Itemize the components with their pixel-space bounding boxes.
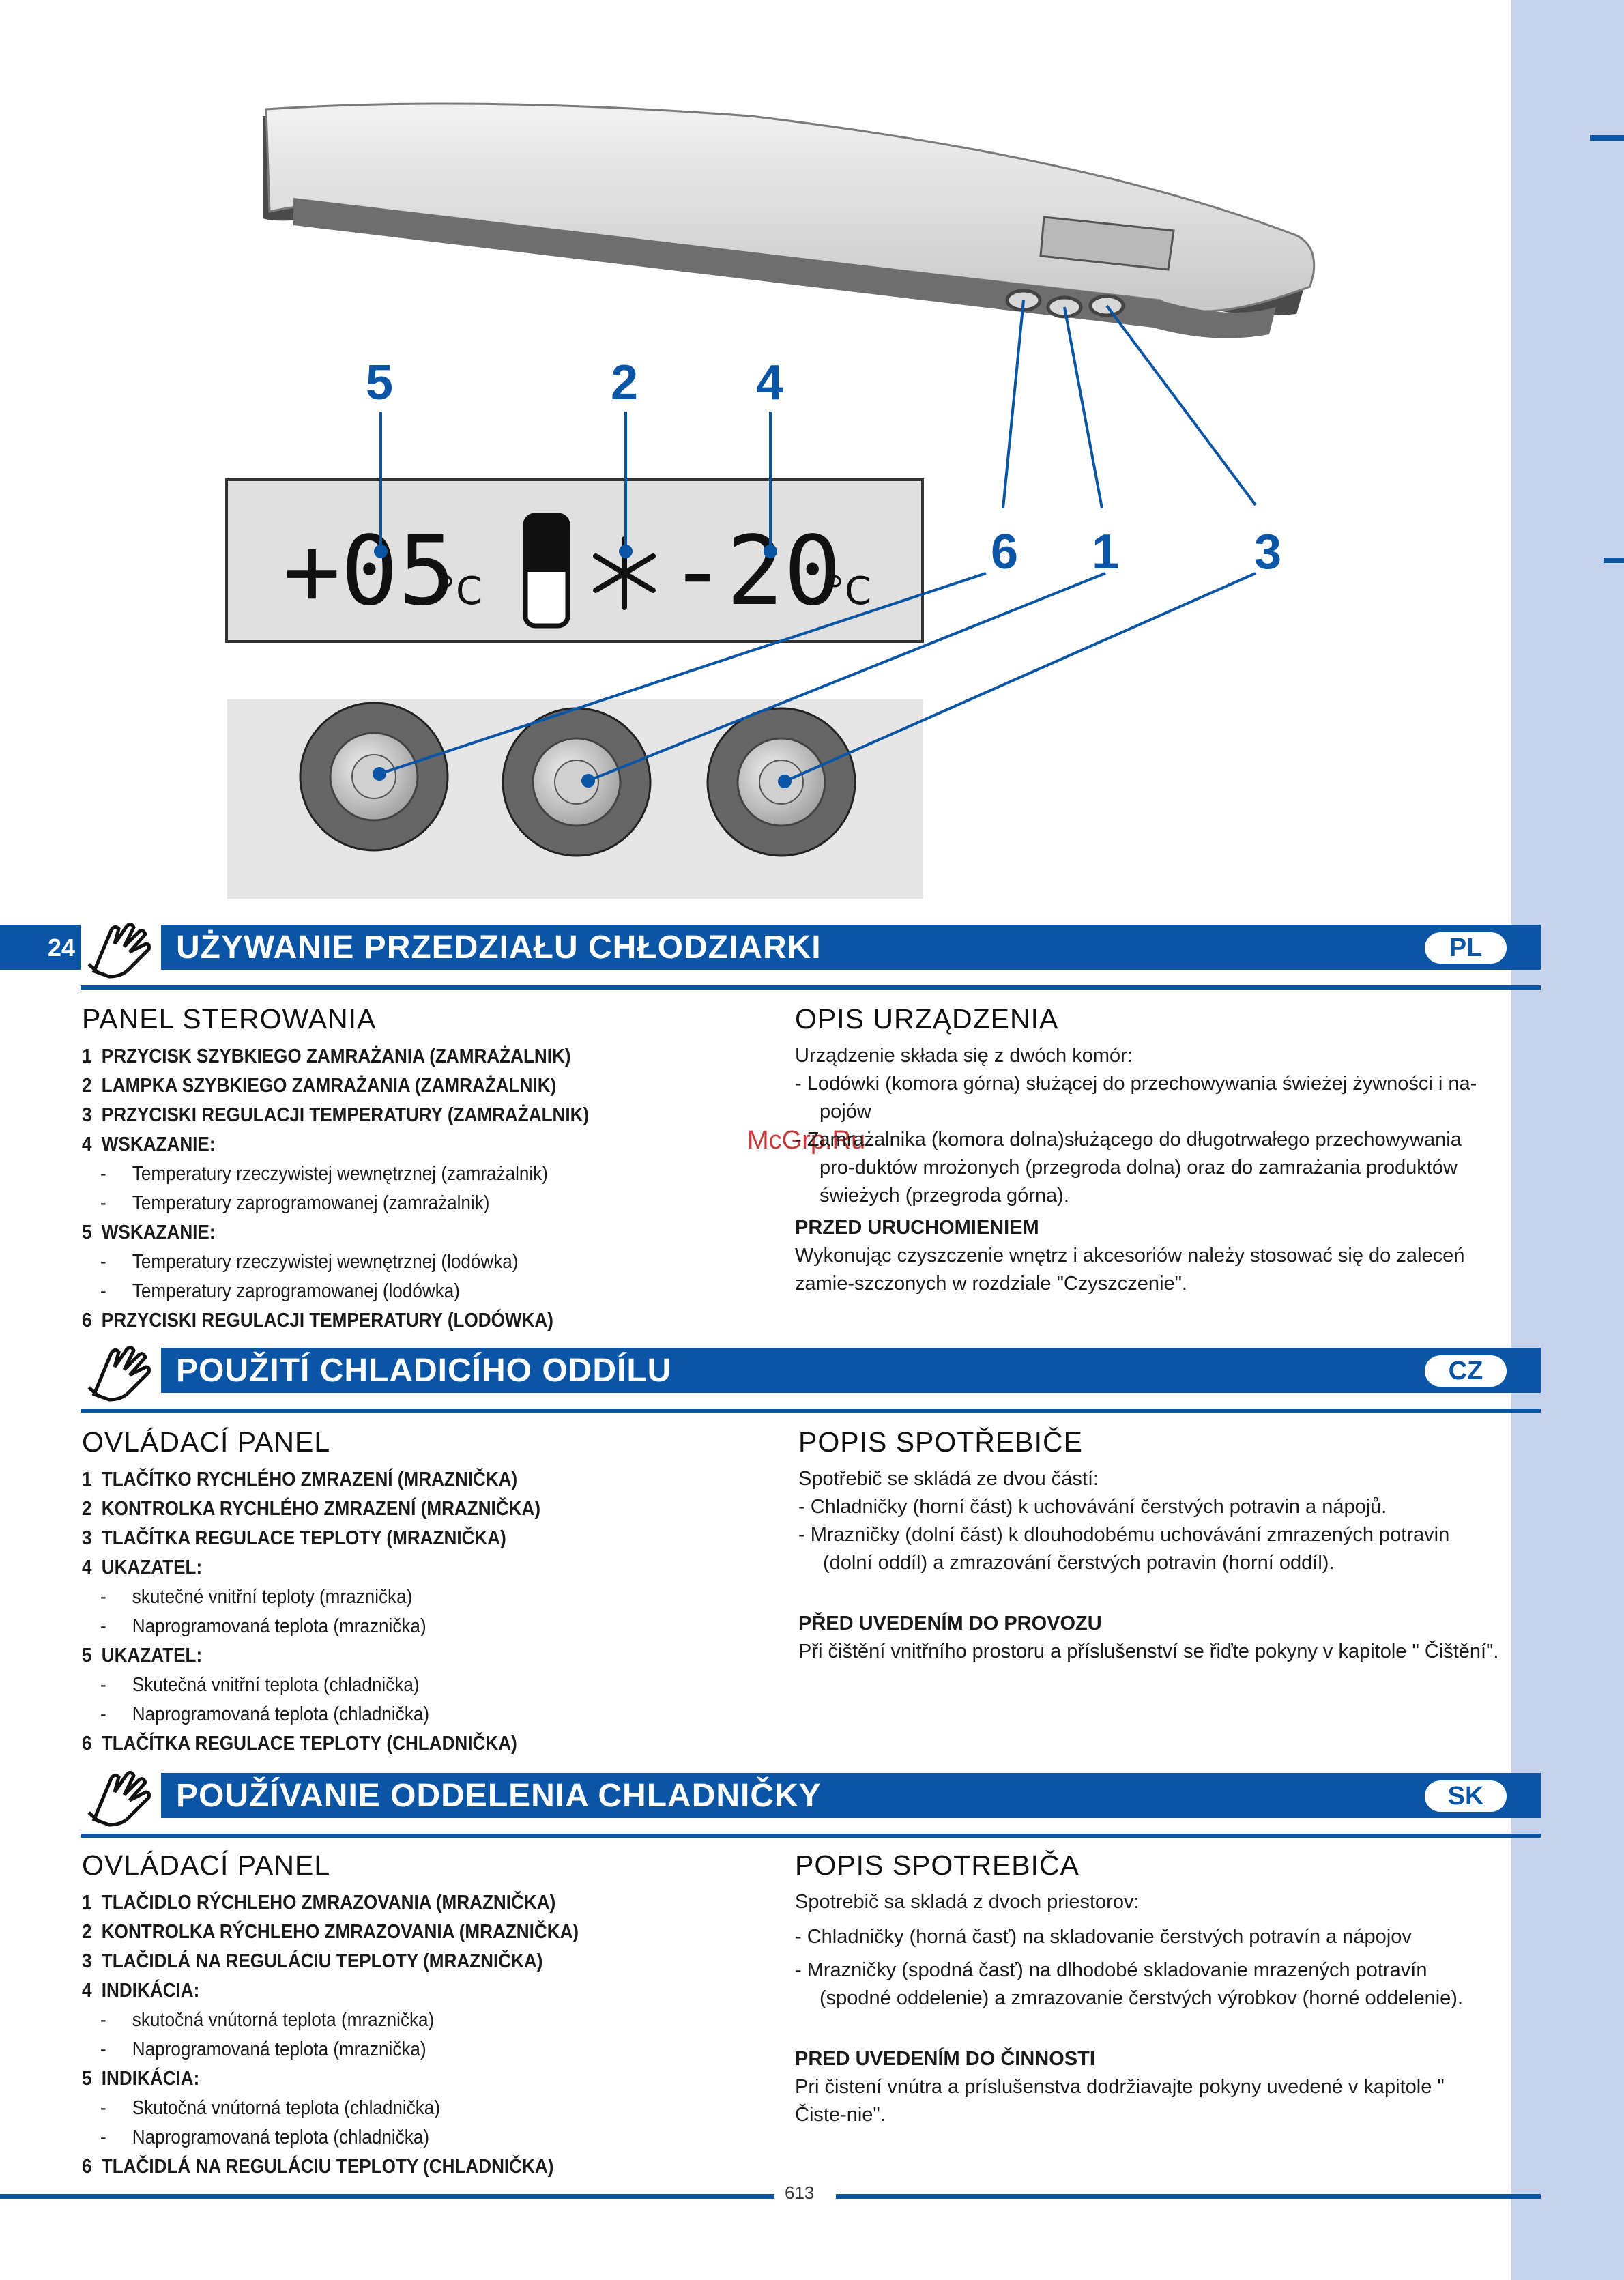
callout-4: 4 [756,356,783,410]
list-subitem: -Skutočná vnútorná teplota (chladnička) [100,2097,441,2119]
heading-description-pl: OPIS URZĄDZENIA [795,1003,1059,1035]
list-subitem: -Naprogramovaná teplota (mraznička) [100,2038,426,2060]
heading-control-panel-cz: OVLÁDACÍ PANEL [82,1426,331,1458]
side-tick-lower [1604,558,1624,563]
footer-rule-left [0,2194,774,2199]
heading-description-sk: POPIS SPOTREBIČA [795,1849,1079,1881]
section-title-sk: POUŽÍVANIE ODDELENIA CHLADNIČKY [176,1778,822,1814]
page-number-block [0,925,81,970]
description-column-pl: OPIS URZĄDZENIA Urządzenie składa się z … [795,1003,1498,1298]
intro-text-sk: Spotrebič sa skladá z dvoch priestorov: [795,1891,1140,1913]
callout-3: 3 [1254,525,1281,579]
subheading-pl: PRZED URUCHOMIENIEM [795,1217,1039,1239]
section-rule-cz [81,1409,1541,1413]
appliance-panel-3d [263,102,1316,338]
bullet-item: - Mrazničky (dolní část) k dlouhodobému … [798,1524,1450,1574]
list-subitem: -Temperatury rzeczywistej wewnętrznej (l… [100,1251,519,1273]
intro-text-pl: Urządzenie składa się z dwóch komór: [795,1045,1133,1067]
note-text-sk: Pri čistení vnútra a príslušenstva dodrž… [795,2076,1445,2126]
footer-rule-right [836,2194,1541,2199]
heading-description-cz: POPIS SPOTŘEBIČE [798,1426,1083,1458]
bullet-item: - Chladničky (horná časť) na skladovanie… [795,1926,1412,1948]
watermark-text: McGrp.Ru [747,1126,866,1155]
subheading-sk: PRED UVEDENÍM DO ČINNOSTI [795,2048,1095,2070]
side-tab-strip [1511,0,1624,2280]
display-fridge-unit: °C [437,569,482,614]
fridge-freezer-bar-icon [523,513,570,629]
list-subitem: -Skutečná vnitřní teplota (chladnička) [100,1674,420,1696]
list-subitem: -skutečné vnitřní teploty (mraznička) [100,1586,413,1608]
note-text-cz: Při čištění vnitřního prostoru a přísluš… [798,1641,1499,1662]
list-subitem: -Temperatury zaprogramowanej (zamrażalni… [100,1192,490,1214]
bullet-item: - Lodówki (komora górna) służącej do prz… [795,1073,1477,1123]
section-rule-sk [81,1834,1541,1838]
list-subitem: -Temperatury rzeczywistej wewnętrznej (z… [100,1163,548,1185]
intro-text-cz: Spotřebič se skládá ze dvou částí: [798,1468,1099,1490]
display-fridge-temp: +05 [283,516,456,627]
callout-6: 6 [991,525,1018,579]
callout-5: 5 [366,356,393,410]
note-text-pl: Wykonując czyszczenie wnętrz i akcesorió… [795,1245,1465,1295]
section-title-pl: UŻYWANIE PRZEDZIAŁU CHŁODZIARKI [176,929,822,966]
list-subitem: -Naprogramovaná teplota (chladnička) [100,2126,430,2148]
heading-control-panel-sk: OVLÁDACÍ PANEL [82,1849,331,1881]
bullet-item: - Mrazničky (spodná časť) na dlhodobé sk… [795,1959,1464,2009]
callout-dots [373,545,792,788]
section-title-cz: POUŽITÍ CHLADICÍHO ODDÍLU [176,1353,672,1389]
subheading-cz: PŘED UVEDENÍM DO PROVOZU [798,1613,1102,1634]
bullet-item: - Zamrażalnika (komora dolna)służącego d… [795,1129,1462,1207]
hand-icon [81,1340,161,1402]
button-fast-freeze [299,702,449,852]
side-tick-upper [1590,135,1624,141]
button-freezer-temp [502,707,652,857]
bullet-item: - Chladničky (horní část) k uchovávání č… [798,1496,1387,1518]
display-freezer-unit: °C [826,569,871,614]
list-subitem: -skutočná vnútorná teplota (mraznička) [100,2009,435,2031]
footer-page-number: 613 [785,2182,815,2203]
heading-control-panel-pl: PANEL STEROWANIA [82,1003,377,1035]
callout-2: 2 [611,356,638,410]
list-subitem: -Naprogramovaná teplota (chladnička) [100,1703,430,1725]
lang-badge-cz: CZ [1425,1355,1507,1387]
callout-lines [379,300,1257,783]
page-number: 24 [48,934,76,962]
callout-1: 1 [1092,525,1119,579]
list-subitem: -Naprogramovaná teplota (mraznička) [100,1615,426,1637]
hand-icon [81,1765,161,1828]
list-subitem: -Temperatury zaprogramowanej (lodówka) [100,1280,460,1302]
section-header-cz: POUŽITÍ CHLADICÍHO ODDÍLU CZ [81,1340,1541,1402]
lang-badge-sk: SK [1425,1780,1507,1812]
lang-badge-pl: PL [1425,932,1507,964]
section-rule-pl [81,985,1541,990]
section-header-pl: UŻYWANIE PRZEDZIAŁU CHŁODZIARKI PL [81,917,1541,979]
display-freezer-temp: -20 [669,516,841,627]
hand-icon [81,917,161,979]
display-box [225,478,924,643]
control-panel-illustration: +05 °C -20 °C [225,102,1316,899]
section-header-sk: POUŽÍVANIE ODDELENIA CHLADNIČKY SK [81,1765,1541,1828]
description-column-cz: POPIS SPOTŘEBIČE Spotřebič se skládá ze … [798,1426,1501,1666]
description-column-sk: POPIS SPOTREBIČA Spotrebič sa skladá z d… [795,1849,1498,2129]
